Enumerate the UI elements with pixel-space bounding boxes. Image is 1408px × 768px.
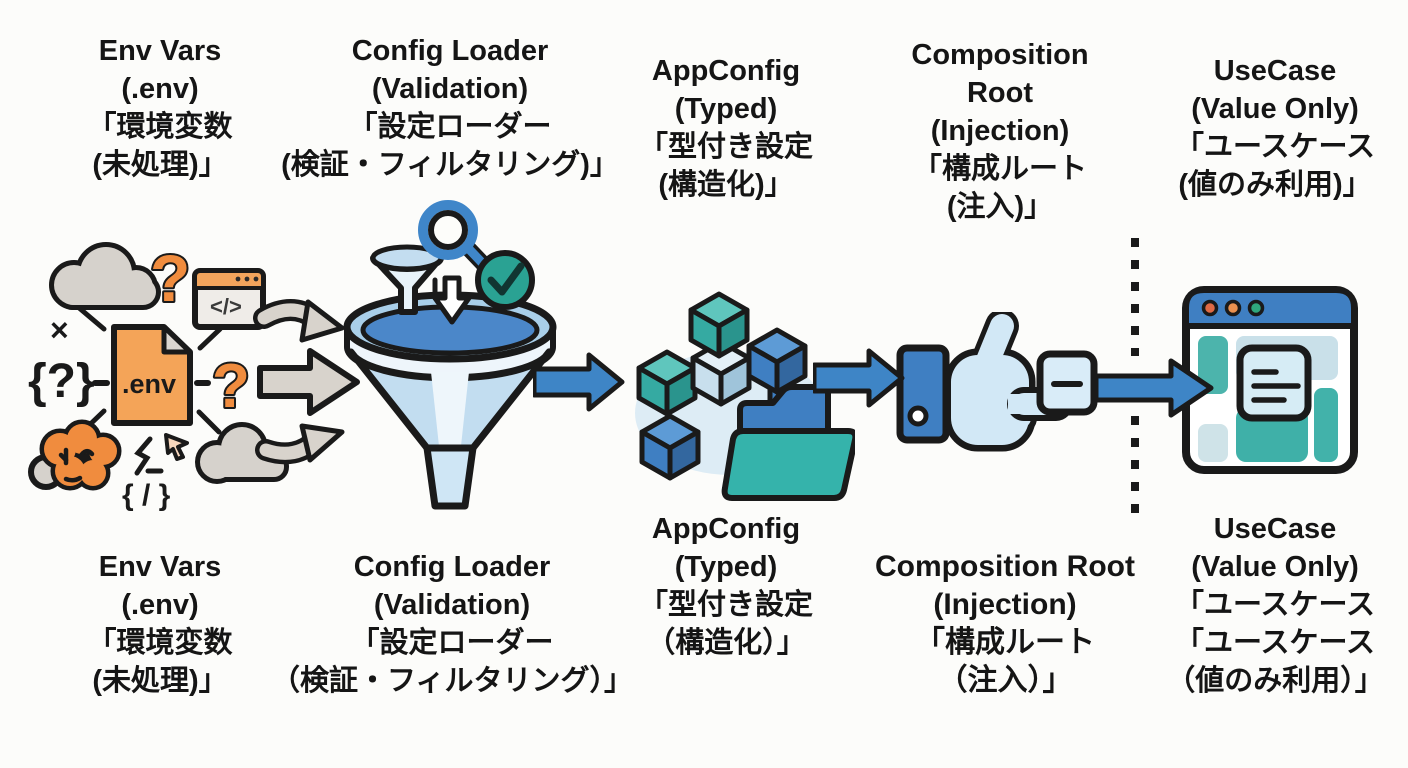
brace-slash-icon: { / } xyxy=(122,479,171,512)
input-arrows-icon xyxy=(253,299,360,465)
code-window-icon: </> xyxy=(192,268,266,330)
cloud-icon xyxy=(49,242,161,310)
config-card-icon xyxy=(1036,350,1098,416)
document-card-icon xyxy=(1236,344,1312,422)
curved-arrow-top xyxy=(253,299,345,343)
stage-label-top-env-vars: Env Vars (.env) 「環境変数 (未処理)」 xyxy=(87,35,233,181)
question-mark-icon: ? xyxy=(212,352,250,421)
stage-label-bottom-config-loader: Config Loader (Validation) 「設定ローダー （検証・フ… xyxy=(271,551,633,697)
stage-label-top-config-loader: Config Loader (Validation) 「設定ローダー (検証・フ… xyxy=(281,35,619,181)
stage-label-top-usecase: UseCase (Value Only) 「ユースケース (値のみ利用)」 xyxy=(1174,55,1376,201)
stage-label-bottom-app-config: AppConfig (Typed) 「型付き設定 （構造化）」 xyxy=(638,513,813,659)
code-tag-text: </> xyxy=(210,294,242,319)
funnel-icon xyxy=(343,200,557,510)
folder-icon xyxy=(721,384,855,501)
flow-arrow-2 xyxy=(813,348,905,408)
boundary-dotted-line xyxy=(1131,238,1139,519)
flow-arrow-1 xyxy=(533,352,625,412)
env-file-text: .env xyxy=(122,369,176,399)
config-blocks-icon xyxy=(635,291,855,501)
injection-hand-icon xyxy=(896,312,1098,452)
confused-blob-icon xyxy=(28,419,122,491)
question-mark-icon: ? xyxy=(150,241,190,315)
env-file-icon: .env xyxy=(111,324,193,426)
down-arrow-icon xyxy=(432,275,472,325)
stage-label-bottom-composition-root: Composition Root (Injection) 「構成ルート （注入）… xyxy=(875,550,1135,697)
cube-blue xyxy=(746,327,808,395)
cursor-icon xyxy=(164,433,189,461)
stage-label-bottom-env-vars: Env Vars (.env) 「環境変数 (未処理)」 xyxy=(87,551,233,697)
glitch-symbol-icon xyxy=(134,436,164,476)
env-chaos-icon: ? </> × {?} .env ? xyxy=(28,239,289,512)
flow-arrow-3 xyxy=(1095,358,1214,418)
stage-label-top-composition-root: Composition Root (Injection) 「構成ルート (注入)… xyxy=(911,39,1089,223)
stage-label-bottom-usecase: UseCase (Value Only) 「ユースケース 「ユースケース （値の… xyxy=(1166,513,1384,697)
mini-funnel-icon xyxy=(370,244,444,315)
check-circle-icon xyxy=(475,250,535,310)
straight-arrow-middle xyxy=(257,348,360,416)
curved-arrow-bottom xyxy=(255,423,345,465)
cloud-icon xyxy=(195,422,289,484)
cube-teal xyxy=(688,291,750,359)
cross-icon: × xyxy=(50,312,69,348)
brace-question-icon: {?} xyxy=(28,355,95,408)
cube-blue xyxy=(639,413,701,481)
usecase-window-icon xyxy=(1182,286,1358,474)
cube-teal xyxy=(636,349,698,417)
stage-label-top-app-config: AppConfig (Typed) 「型付き設定 (構造化)」 xyxy=(638,55,813,201)
